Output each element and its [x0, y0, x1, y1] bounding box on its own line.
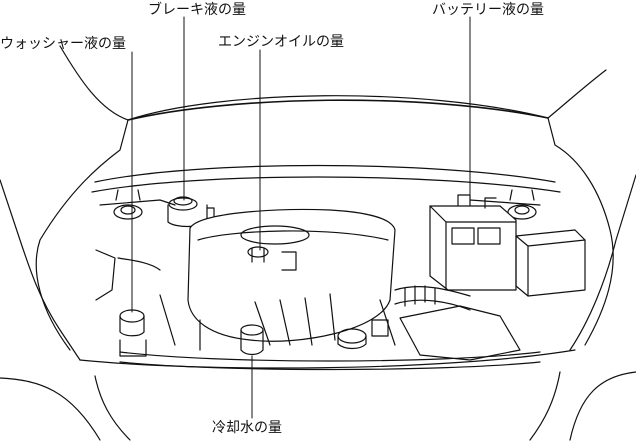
hood	[59, 45, 607, 121]
oil-filler-cap	[337, 328, 367, 350]
strut-tower-right	[507, 189, 537, 220]
strut-tower-left	[113, 189, 143, 220]
washer-fluid-reservoir	[95, 249, 161, 357]
washer-fluid-callout: ウォッシャー液の量	[0, 36, 126, 52]
engine-oil-callout: エンジンオイルの量	[218, 34, 344, 50]
coolant-reservoir	[240, 324, 264, 356]
vehicle-body-outline	[0, 117, 636, 441]
leader-lines	[131, 16, 471, 419]
battery	[429, 194, 517, 291]
coolant-callout: 冷却水の量	[212, 420, 282, 436]
radiator-support	[119, 294, 541, 371]
brake-fluid-callout: ブレーキ液の量	[148, 2, 246, 18]
fuse-box	[515, 229, 586, 297]
engine-cover	[187, 208, 396, 346]
battery-fluid-callout: バッテリー液の量	[432, 2, 544, 18]
air-intake-duct	[394, 285, 521, 361]
cowl	[91, 164, 561, 206]
